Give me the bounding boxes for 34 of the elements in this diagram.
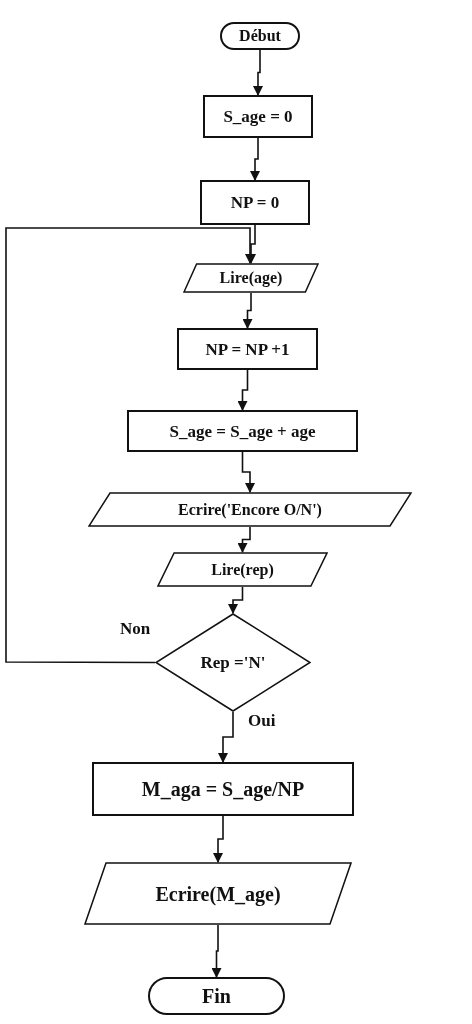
process-box	[127, 410, 358, 452]
process-box	[200, 180, 310, 225]
arrow	[218, 711, 234, 763]
arrow	[237, 369, 249, 411]
process-box	[177, 328, 318, 370]
arrow	[242, 292, 253, 329]
io-parallelogram	[84, 862, 352, 925]
io-parallelogram	[157, 552, 328, 587]
node-text: Fin	[202, 986, 231, 1006]
node-text: S_age = S_age + age	[169, 422, 316, 440]
arrow	[237, 526, 251, 553]
node-text: Rep ='N'	[200, 654, 266, 671]
node-text: NP = NP +1	[205, 340, 290, 358]
node-text: Ecrire('Encore O/N')	[178, 501, 322, 518]
arrow	[250, 137, 260, 181]
process-box	[203, 95, 313, 138]
arrow	[253, 49, 263, 96]
process-box	[92, 762, 354, 816]
edge-label: Oui	[246, 712, 278, 729]
node-text: M_aga = S_age/NP	[141, 779, 305, 799]
node-text: Lire(age)	[219, 270, 283, 286]
edge-label: Non	[118, 620, 153, 637]
io-parallelogram	[183, 263, 319, 293]
node-text: Lire(rep)	[211, 561, 274, 578]
arrow	[213, 815, 224, 863]
node-text: Ecrire(M_age)	[155, 883, 281, 904]
arrow	[211, 924, 222, 978]
node-text: NP = 0	[230, 194, 280, 211]
arrow	[241, 451, 255, 493]
decision-diamond	[155, 613, 311, 712]
node-text: Début	[239, 28, 281, 44]
arrow	[228, 586, 244, 614]
node-text: S_age = 0	[223, 108, 293, 125]
io-parallelogram	[88, 492, 412, 527]
